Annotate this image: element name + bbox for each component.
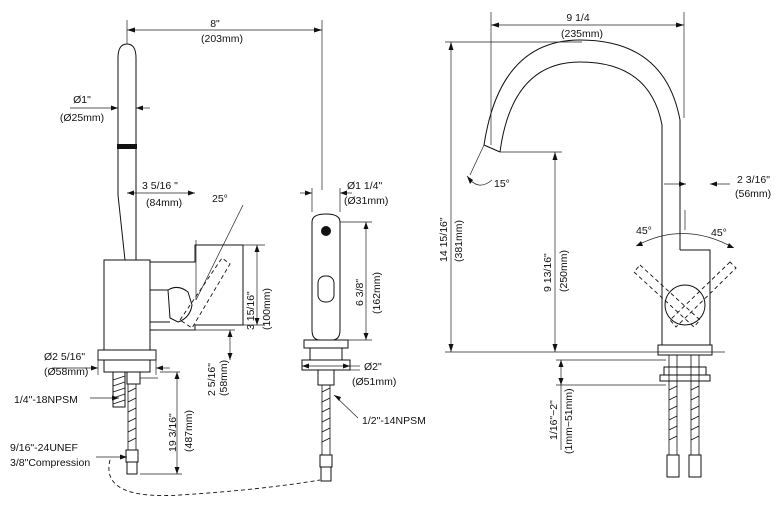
dim-width-in: 8"	[210, 18, 220, 30]
dim-handle-height-in: 3 15/16"	[245, 291, 257, 330]
hose-braid-left	[127, 387, 137, 443]
label-thread-unef: 9/16"-24UNEF	[10, 442, 78, 454]
label-thread-npsm-spray: 1/2"-14NPSM	[362, 415, 426, 427]
dim-supply-len-mm: (487mm)	[183, 410, 195, 452]
label-compression: 3/8"Compression	[10, 457, 90, 469]
dim-spout-dia-in: Ø1"	[73, 94, 91, 106]
dim-handle-offset-in: 3 5/16 "	[142, 180, 178, 192]
dim-lever-right-angle: 45°	[711, 227, 727, 239]
dim-lever-left-angle: 45°	[636, 225, 652, 237]
dim-total-height-in: 14 15/16"	[438, 217, 450, 262]
dim-handle-offset-mm: (84mm)	[146, 197, 182, 209]
dim-sprayer-len-mm: (162mm)	[371, 272, 383, 314]
aerator-band	[117, 144, 137, 149]
sprayer-view	[300, 188, 372, 482]
dim-total-height-mm: (381mm)	[453, 220, 465, 262]
faucet-side-view	[52, 20, 323, 496]
dim-base-h-mm: (58mm)	[218, 360, 230, 396]
dim-base-h-in: 2 5/16"	[206, 363, 218, 396]
dim-reach-in: 9 1/4	[566, 12, 590, 24]
dim-width-mm: (203mm)	[201, 33, 243, 45]
dim-lever-len-in: 2 3/16"	[737, 174, 770, 186]
dim-deck-range-mm: (1mm~51mm)	[563, 388, 575, 454]
dim-handle-angle: 25°	[212, 193, 228, 205]
dim-spout-tilt: 15°	[494, 178, 510, 190]
spray-head-icon	[321, 226, 331, 236]
thread-hatch-left	[112, 375, 126, 405]
dim-sprayer-dia-in: Ø1 1/4"	[347, 180, 383, 192]
dim-supply-len-in: 19 3/16"	[167, 413, 179, 452]
dim-spout-height-in: 9 13/16"	[542, 253, 554, 292]
dim-sprayer-len-in: 6 3/8"	[354, 279, 366, 306]
dim-reach-mm: (235mm)	[561, 28, 603, 40]
label-thread-npsm-left: 1/4"-18NPSM	[14, 394, 78, 406]
dim-base-dia-in: Ø2 5/16"	[44, 351, 85, 363]
dim-base-dia-mm: (Ø58mm)	[44, 366, 88, 378]
dim-spout-height-mm: (250mm)	[558, 250, 570, 292]
faucet-front-view	[445, 12, 737, 478]
dim-sprayer-base-mm: (Ø51mm)	[352, 376, 396, 388]
hose-braid-right	[668, 355, 700, 455]
dim-lever-len-mm: (56mm)	[735, 188, 771, 200]
dim-sprayer-dia-mm: (Ø31mm)	[344, 195, 388, 207]
dim-deck-range-in: 1/16"~2"	[548, 400, 560, 440]
dim-spout-dia-mm: (Ø25mm)	[60, 112, 104, 124]
sprayer-hose-braid	[321, 385, 331, 455]
dim-sprayer-base-in: Ø2"	[364, 361, 382, 373]
dim-handle-height-mm: (100mm)	[261, 288, 273, 330]
